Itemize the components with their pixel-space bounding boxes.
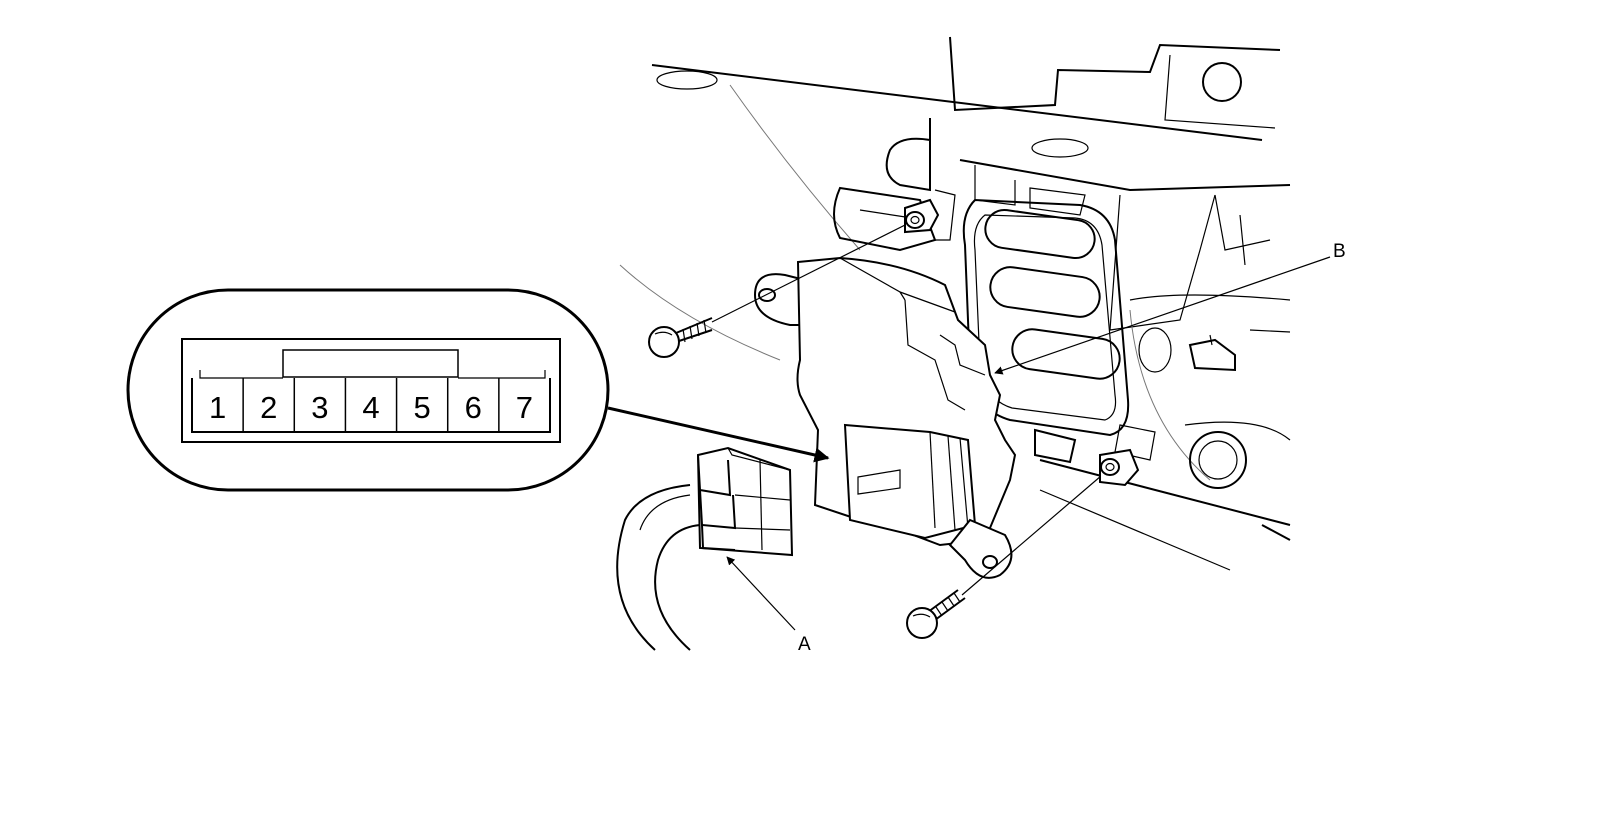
harness-connector: [616, 446, 794, 651]
actuator-motor: [753, 256, 1017, 579]
pin-number: 6: [465, 390, 482, 425]
lower-screw-boss: [1099, 448, 1140, 487]
leader-line-b: [994, 256, 1331, 375]
callout-label-b: B: [1333, 241, 1346, 262]
lower-screw: [906, 589, 966, 639]
pin-number: 5: [414, 390, 431, 425]
pin-number: 1: [209, 390, 226, 425]
pin-number: 2: [260, 390, 277, 425]
callout-label-a: A: [798, 634, 811, 655]
leader-line-a: [726, 556, 796, 631]
heater-housing: [651, 36, 1291, 571]
pin-number: 3: [311, 390, 328, 425]
callout-pointer-arrow: [607, 406, 830, 463]
screw-line-lower: [961, 469, 1109, 596]
pin-number: 4: [362, 390, 379, 425]
upper-screw-boss: [904, 198, 940, 234]
screw-line-upper: [711, 219, 916, 323]
pin-number: 7: [516, 390, 533, 425]
upper-screw: [648, 317, 713, 358]
